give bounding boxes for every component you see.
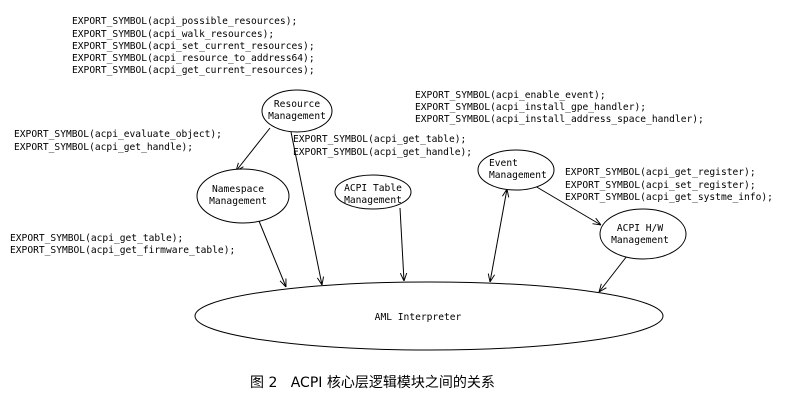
node-resource-management: Resource Management — [261, 89, 333, 133]
node-aml-interpreter: AML Interpreter — [194, 281, 664, 351]
node-namespace-management: Namespace Management — [196, 168, 290, 224]
arrow-resource-to-aml — [290, 131, 322, 285]
node-shape — [599, 208, 687, 260]
export-line: EXPORT_SYMBOL(acpi_set_current_resources… — [72, 41, 315, 52]
node-label: Management — [344, 195, 402, 206]
export-line: EXPORT_SYMBOL(acpi_walk_resources); — [72, 29, 274, 40]
table-mid-exports: EXPORT_SYMBOL(acpi_get_table); EXPORT_SY… — [293, 134, 472, 158]
node-shape — [196, 168, 290, 224]
node-shape — [477, 149, 555, 191]
arrow-event-aml-bidirectional — [490, 189, 507, 282]
export-line: EXPORT_SYMBOL(acpi_get_table); — [293, 134, 466, 145]
export-line: EXPORT_SYMBOL(acpi_get_current_resources… — [72, 65, 315, 76]
export-line: EXPORT_SYMBOL(acpi_get_handle); — [14, 142, 193, 153]
node-label: Management — [209, 196, 267, 207]
node-label: Namespace — [212, 184, 264, 195]
node-shape — [261, 89, 333, 133]
node-label: Resource — [274, 99, 320, 110]
export-line: EXPORT_SYMBOL(acpi_evaluate_object); — [14, 129, 222, 140]
node-shape — [334, 174, 412, 210]
export-line: EXPORT_SYMBOL(acpi_install_address_space… — [415, 114, 704, 125]
figure-caption: 图 2 ACPI 核心层逻辑模块之间的关系 — [250, 375, 495, 391]
export-line: EXPORT_SYMBOL(acpi_set_register); — [565, 180, 756, 191]
export-line: EXPORT_SYMBOL(acpi_get_handle); — [293, 147, 472, 158]
export-line: EXPORT_SYMBOL(acpi_resource_to_address64… — [72, 53, 315, 64]
node-acpi-hw-management: ACPI H/W Management — [599, 208, 687, 260]
export-line: EXPORT_SYMBOL(acpi_get_register); — [565, 167, 756, 178]
arrow-resource-to-namespace — [236, 127, 271, 171]
event-exports: EXPORT_SYMBOL(acpi_enable_event); EXPORT… — [415, 90, 704, 125]
export-line: EXPORT_SYMBOL(acpi_install_gpe_handler); — [415, 102, 646, 113]
export-line: EXPORT_SYMBOL(acpi_get_firmware_table); — [10, 245, 235, 256]
arrow-event-to-hw — [534, 185, 601, 225]
node-label: AML Interpreter — [375, 312, 462, 323]
hw-exports: EXPORT_SYMBOL(acpi_get_register); EXPORT… — [565, 167, 773, 203]
node-label: ACPI H/W — [617, 223, 663, 234]
node-label: Management — [611, 235, 669, 246]
node-label: Management — [268, 111, 326, 122]
export-line: EXPORT_SYMBOL(acpi_get_table); — [10, 233, 183, 244]
arrow-table-to-aml — [399, 207, 404, 281]
node-label: Management — [489, 170, 547, 181]
node-event-management: Event Management — [477, 149, 555, 191]
resource-exports: EXPORT_SYMBOL(acpi_possible_resources); … — [72, 16, 315, 76]
export-line: EXPORT_SYMBOL(acpi_possible_resources); — [72, 16, 297, 27]
node-label: Event — [489, 158, 518, 169]
table-left-exports: EXPORT_SYMBOL(acpi_get_table); EXPORT_SY… — [10, 233, 235, 256]
export-line: EXPORT_SYMBOL(acpi_enable_event); — [415, 90, 606, 101]
export-line: EXPORT_SYMBOL(acpi_get_systme_info); — [565, 192, 773, 203]
namespace-exports: EXPORT_SYMBOL(acpi_evaluate_object); EXP… — [14, 129, 222, 153]
node-label: ACPI Table — [344, 183, 402, 194]
arrow-hw-to-aml — [599, 255, 628, 292]
node-acpi-table-management: ACPI Table Management — [334, 174, 412, 210]
node-shape — [194, 281, 664, 351]
arrow-namespace-to-aml — [258, 220, 286, 287]
